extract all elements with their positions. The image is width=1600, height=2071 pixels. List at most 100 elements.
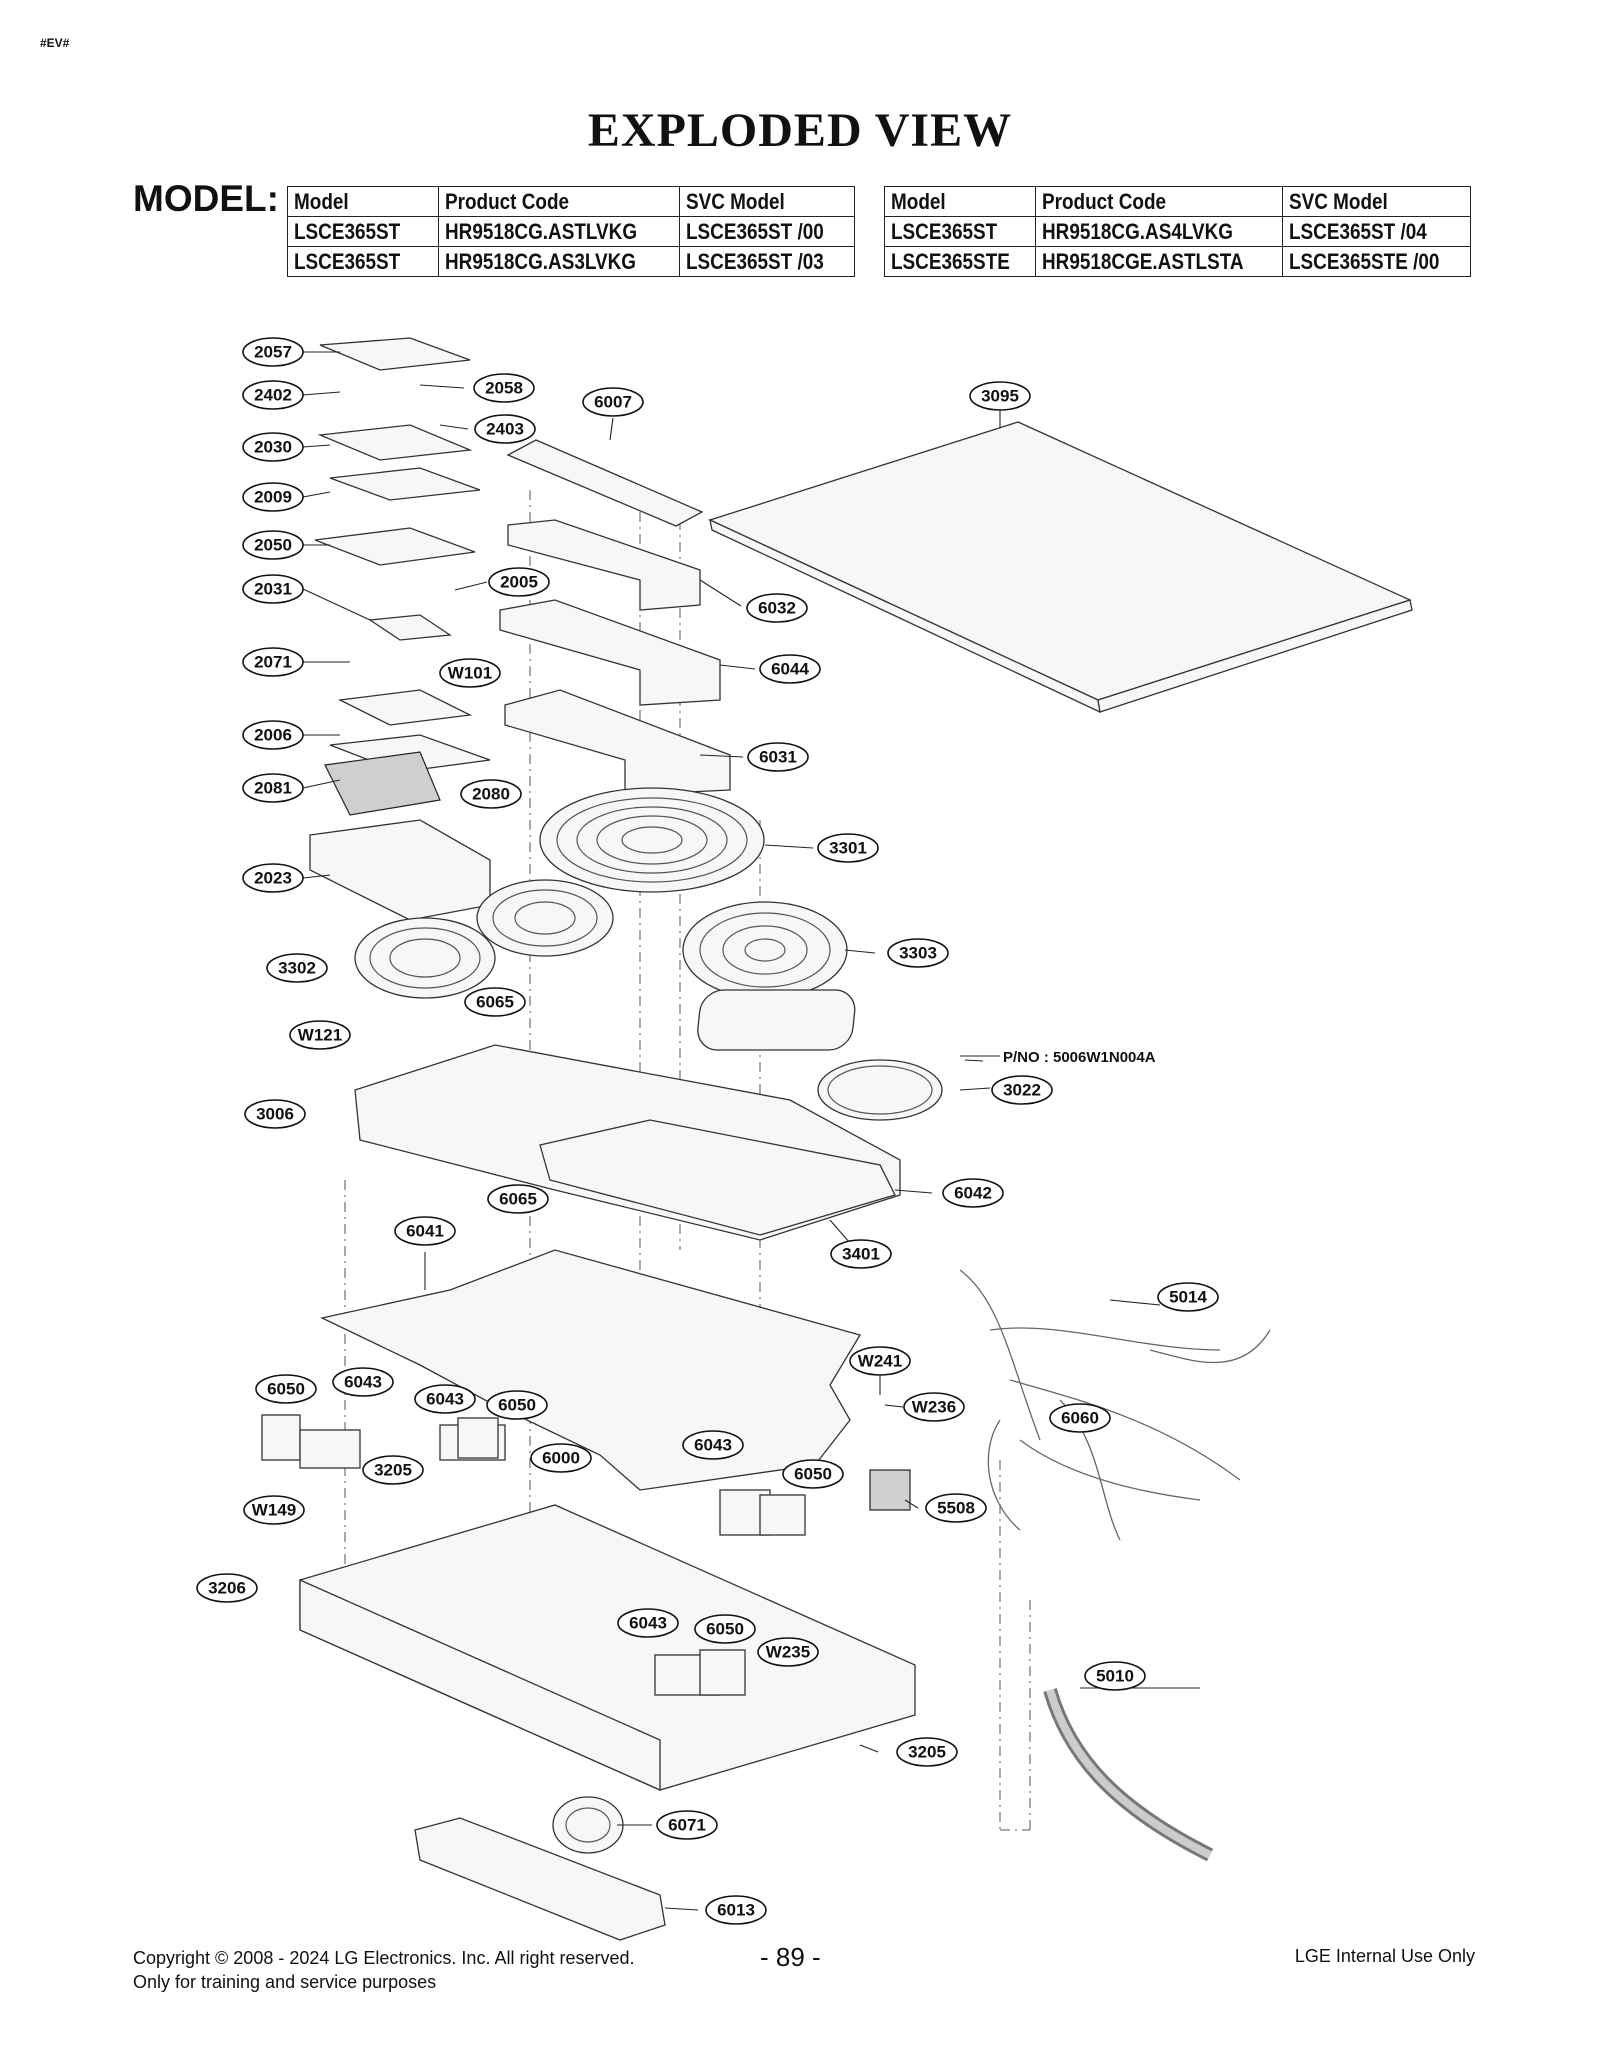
callout-W241: W241 — [849, 1346, 911, 1376]
chassis-6000 — [299, 1504, 916, 1792]
svg-text:6065: 6065 — [499, 1190, 537, 1209]
ring-3022 — [817, 1059, 943, 1121]
svg-text:3206: 3206 — [208, 1579, 246, 1598]
svg-text:W101: W101 — [448, 664, 492, 683]
svg-text:5014: 5014 — [1169, 1288, 1207, 1307]
callout-5508: 5508 — [925, 1493, 987, 1523]
callout-3205b: 3205 — [896, 1737, 958, 1767]
svg-text:2071: 2071 — [254, 653, 292, 672]
document-tag: #EV# — [40, 36, 70, 50]
power-cord-5010 — [1043, 1688, 1214, 1862]
svg-text:W121: W121 — [298, 1026, 342, 1045]
purpose-text: Only for training and service purposes — [133, 1972, 437, 1992]
svg-text:6041: 6041 — [406, 1222, 444, 1241]
callout-2005: 2005 — [488, 567, 550, 597]
fan-box-6013 — [414, 1817, 666, 1941]
gasket-frame — [697, 989, 856, 1051]
callout-W121: W121 — [289, 1020, 351, 1050]
callout-3301: 3301 — [817, 833, 879, 863]
table-cell: LSCE365ST /04 — [1282, 216, 1472, 247]
table-header-row: Model Product Code SVC Model — [287, 186, 855, 217]
callout-2009: 2009 — [242, 482, 304, 512]
svg-text:6060: 6060 — [1061, 1409, 1099, 1428]
table-row: LSCE365ST HR9518CG.AS3LVKG LSCE365ST /03 — [287, 246, 855, 277]
svg-text:6050: 6050 — [267, 1380, 305, 1399]
callout-2403: 2403 — [474, 414, 536, 444]
svg-text:3303: 3303 — [899, 944, 937, 963]
svg-text:2031: 2031 — [254, 580, 292, 599]
callout-3022: 3022 — [991, 1075, 1053, 1105]
table-cell: LSCE365ST /03 — [679, 246, 855, 277]
svg-text:6031: 6031 — [759, 748, 797, 767]
model-table-right: Model Product Code SVC Model LSCE365ST H… — [883, 186, 1472, 277]
callout-3006: 3006 — [244, 1099, 306, 1129]
fan-6071 — [552, 1796, 624, 1854]
callout-2058: 2058 — [473, 373, 535, 403]
side-brackets — [261, 1414, 911, 1696]
callout-5014: 5014 — [1157, 1282, 1219, 1312]
table-header-cell: Model — [287, 186, 439, 217]
model-label: MODEL: — [133, 178, 279, 219]
callout-2080: 2080 — [460, 779, 522, 809]
table-cell: HR9518CG.AS3LVKG — [438, 246, 680, 277]
svg-text:6043: 6043 — [629, 1614, 667, 1633]
burner-3302 — [354, 879, 614, 999]
table-cell: LSCE365ST — [883, 216, 1037, 247]
table-row: LSCE365STE HR9518CGE.ASTLSTA LSCE365STE … — [883, 246, 1472, 277]
callout-3095: 3095 — [969, 381, 1031, 411]
callout-6050b: 6050 — [486, 1390, 548, 1420]
svg-text:2080: 2080 — [472, 785, 510, 804]
svg-text:2058: 2058 — [485, 379, 523, 398]
callout-6050d: 6050 — [694, 1614, 756, 1644]
svg-text:5508: 5508 — [937, 1499, 975, 1518]
page-number: - 89 - — [760, 1942, 821, 1972]
table-header-cell: SVC Model — [1282, 186, 1472, 217]
svg-text:6007: 6007 — [594, 393, 632, 412]
callout-6013: 6013 — [705, 1895, 767, 1925]
svg-text:2402: 2402 — [254, 386, 292, 405]
svg-text:3301: 3301 — [829, 839, 867, 858]
callout-6041: 6041 — [394, 1216, 456, 1246]
callout-3303: 3303 — [887, 938, 949, 968]
callout-W149: W149 — [243, 1495, 305, 1525]
brackets — [499, 519, 731, 796]
table-cell: LSCE365ST — [287, 246, 439, 277]
svg-text:3022: 3022 — [1003, 1081, 1041, 1100]
callout-2031: 2031 — [242, 574, 304, 604]
callout-6000: 6000 — [530, 1443, 592, 1473]
callout-W101: W101 — [439, 658, 501, 688]
svg-text:2403: 2403 — [486, 420, 524, 439]
svg-text:3095: 3095 — [981, 387, 1019, 406]
callout-3302: 3302 — [266, 953, 328, 983]
page-title: EXPLODED VIEW — [587, 104, 1013, 157]
svg-text:6065: 6065 — [476, 993, 514, 1012]
svg-text:6032: 6032 — [758, 599, 796, 618]
table-cell: LSCE365STE /00 — [1282, 246, 1472, 277]
svg-text:2005: 2005 — [500, 573, 538, 592]
wire-harness-5014 — [959, 1269, 1271, 1541]
table-cell: LSCE365ST /00 — [679, 216, 855, 247]
svg-text:6044: 6044 — [771, 660, 809, 679]
table-cell: HR9518CGE.ASTLSTA — [1035, 246, 1284, 277]
callout-2023: 2023 — [242, 863, 304, 893]
svg-text:6050: 6050 — [706, 1620, 744, 1639]
callout-W236: W236 — [903, 1392, 965, 1422]
svg-text:6050: 6050 — [794, 1465, 832, 1484]
svg-text:W236: W236 — [912, 1398, 956, 1417]
svg-text:2050: 2050 — [254, 536, 292, 555]
svg-text:5010: 5010 — [1096, 1667, 1134, 1686]
svg-text:6071: 6071 — [668, 1816, 706, 1835]
footer-copyright: Copyright © 2008 - 2024 LG Electronics. … — [133, 1946, 635, 1994]
svg-text:2081: 2081 — [254, 779, 292, 798]
svg-text:W241: W241 — [858, 1352, 902, 1371]
callout-6044: 6044 — [759, 654, 821, 684]
internal-use-label: LGE Internal Use Only — [1294, 1946, 1475, 1966]
svg-text:W149: W149 — [252, 1501, 296, 1520]
callout-6050c: 6050 — [782, 1459, 844, 1489]
model-table-left: Model Product Code SVC Model LSCE365ST H… — [287, 186, 855, 277]
svg-text:6050: 6050 — [498, 1396, 536, 1415]
callout-6042: 6042 — [942, 1178, 1004, 1208]
svg-text:2023: 2023 — [254, 869, 292, 888]
callout-6007: 6007 — [582, 387, 644, 417]
callout-6031: 6031 — [747, 742, 809, 772]
